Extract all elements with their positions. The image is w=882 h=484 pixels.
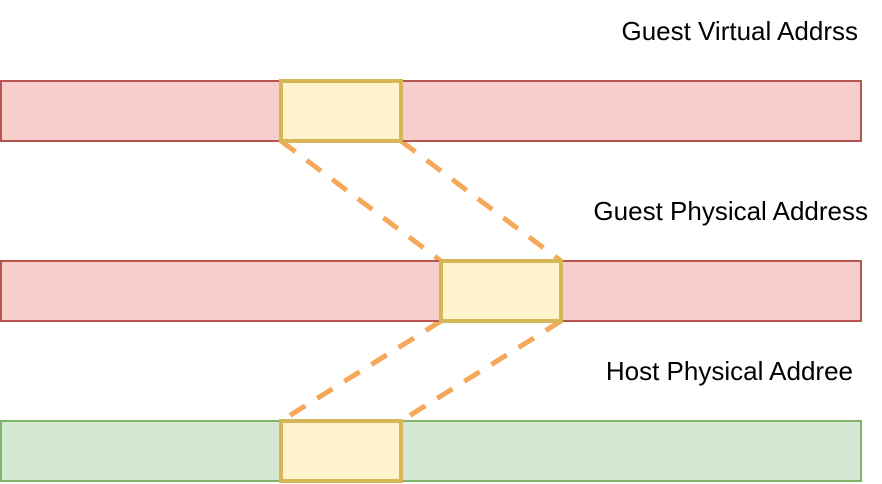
- gva-to-gpa-connectors: [279, 139, 563, 263]
- connector-gpa-hpa-left: [279, 318, 443, 424]
- guest-physical-address-block: [439, 259, 563, 323]
- host-physical-address-label: Host Physical Addree: [606, 356, 853, 386]
- guest-physical-address-bar: [0, 260, 862, 322]
- gpa-to-hpa-connectors: [279, 318, 563, 424]
- connector-gva-gpa-left: [279, 139, 443, 263]
- guest-virtual-address-label: Guest Virtual Addrss: [621, 16, 858, 46]
- host-physical-address-bar: [0, 420, 862, 482]
- guest-virtual-address-block: [279, 79, 403, 143]
- connector-gpa-hpa-right: [399, 318, 563, 424]
- host-physical-address-block: [279, 419, 403, 483]
- guest-virtual-address-bar: [0, 80, 862, 142]
- guest-physical-address-label: Guest Physical Address: [593, 196, 868, 226]
- connector-gva-gpa-right: [399, 139, 563, 263]
